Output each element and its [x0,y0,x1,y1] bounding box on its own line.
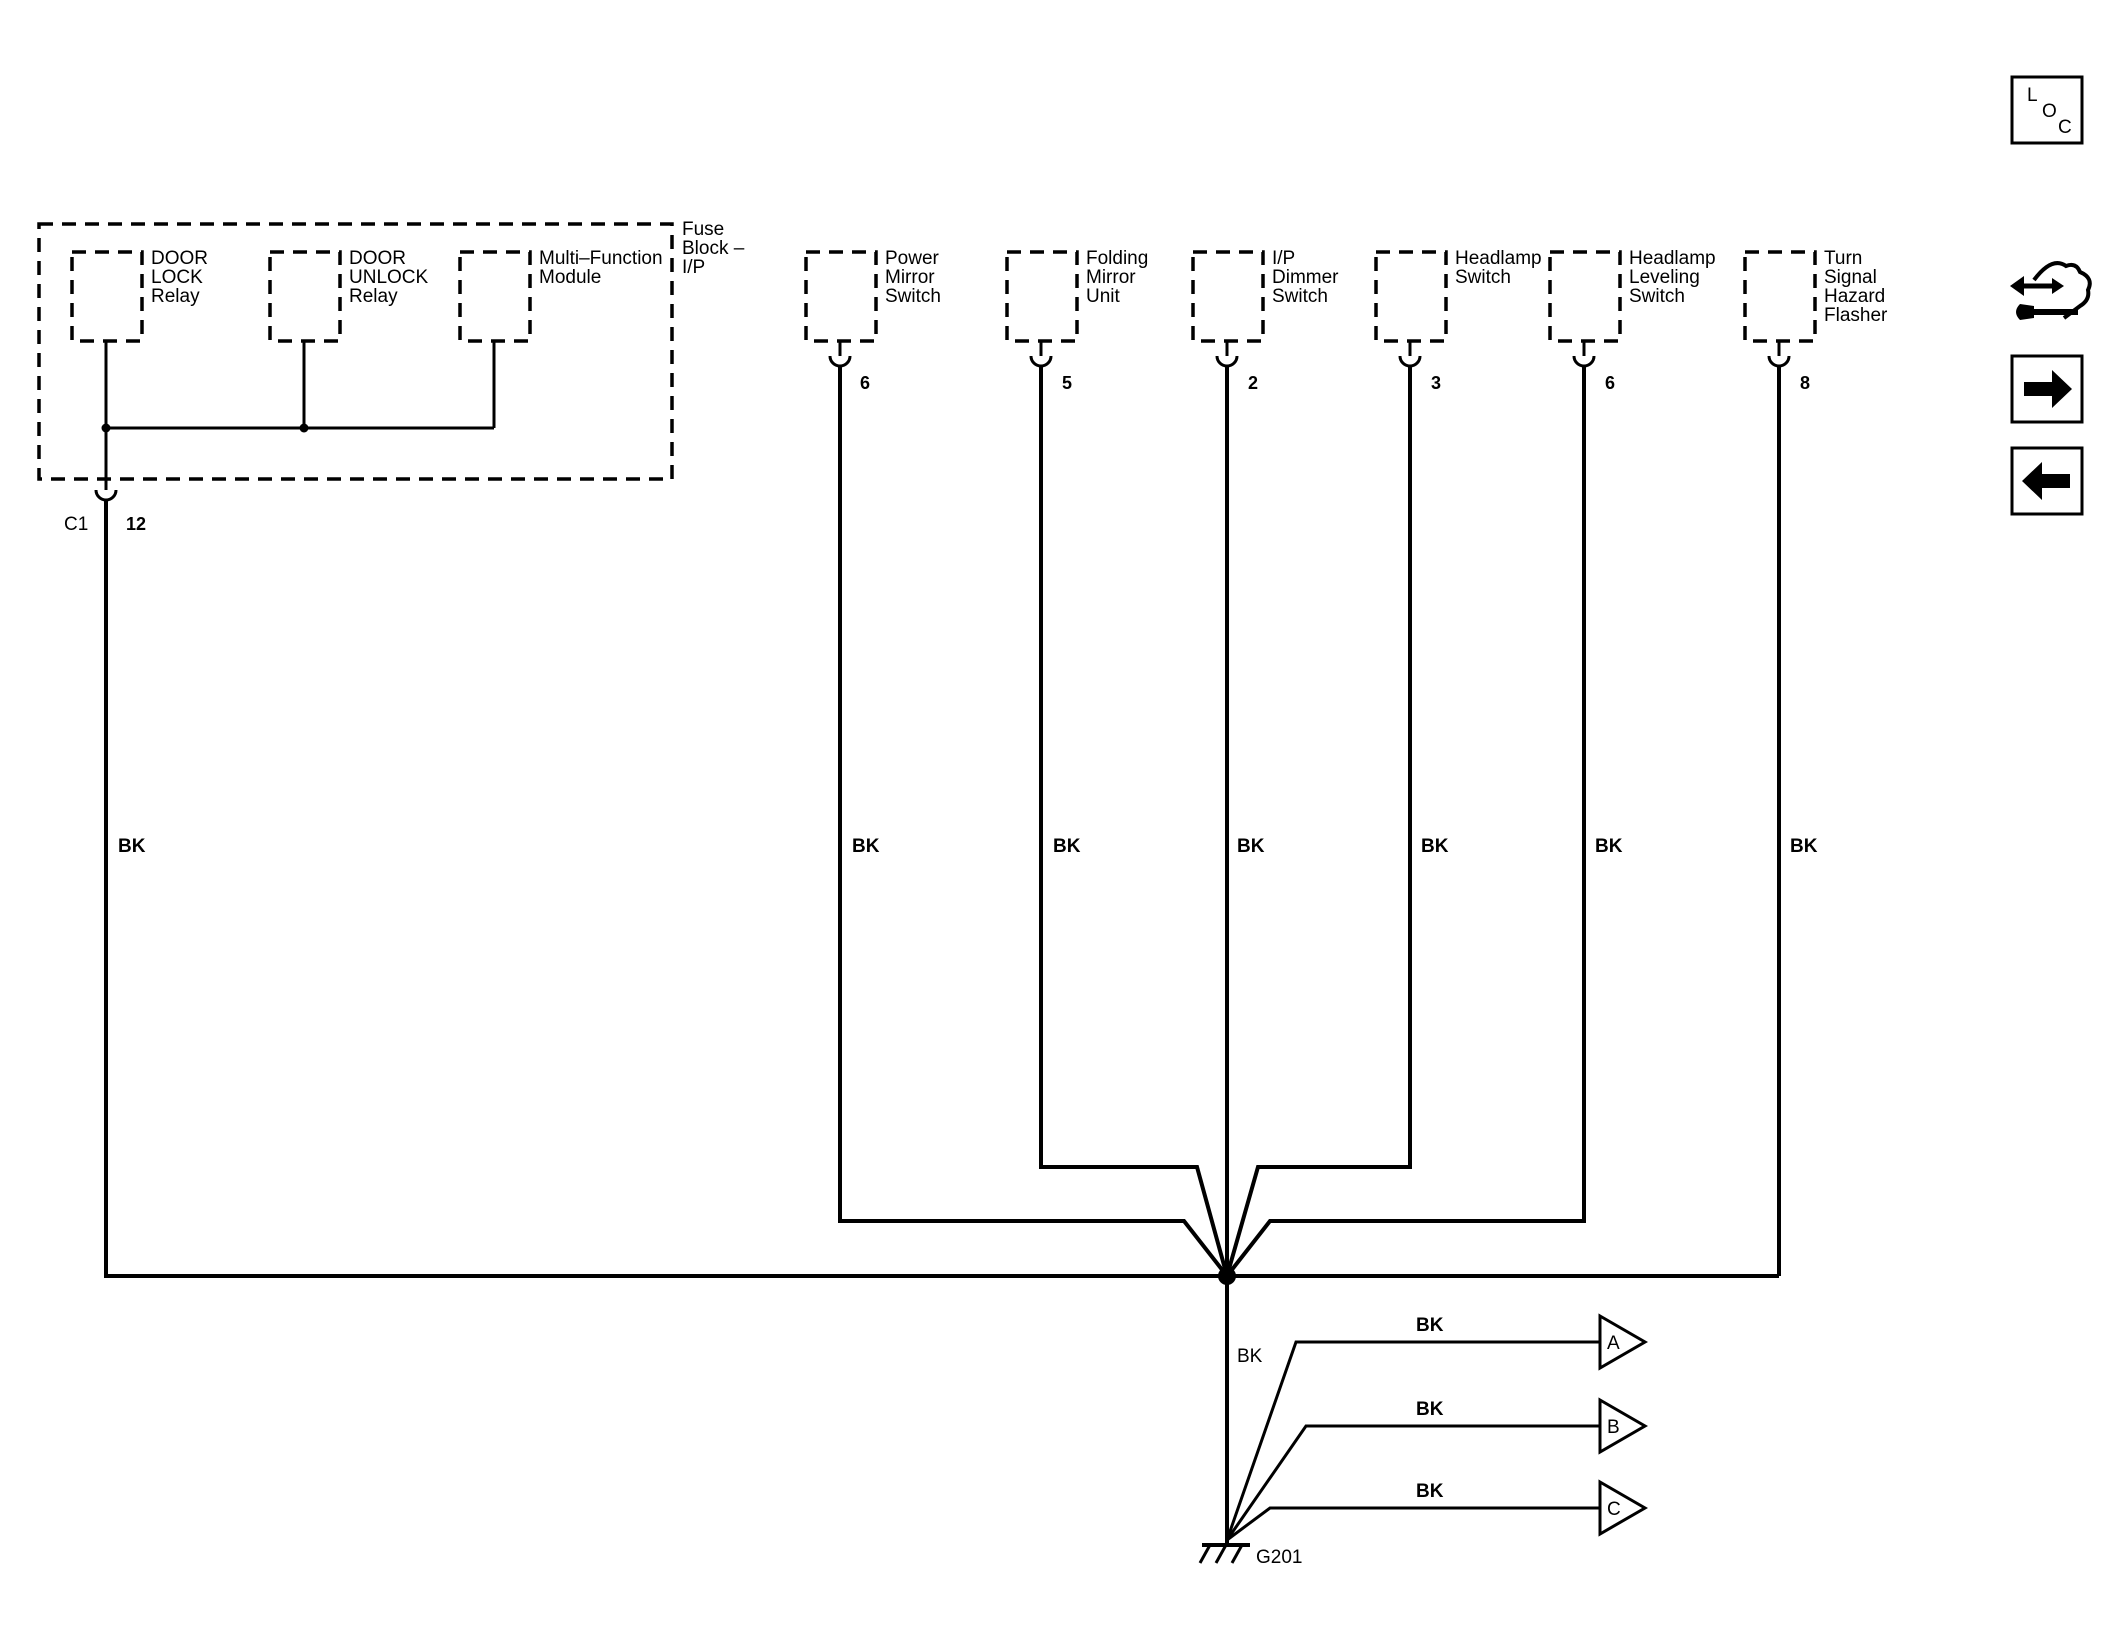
component-headlamp-switch: Headlamp Switch 3 BK [1374,248,1547,857]
wire-color-ground-trunk: BK [1237,1346,1263,1367]
door-unlock-relay-label: DOOR UNLOCK Relay [349,248,433,307]
power-mirror-switch-label: Power Mirror Switch [885,248,944,307]
multi-function-module-label: Multi–Function Module [539,248,668,288]
svg-text:C: C [2058,117,2072,138]
wire-branch-a [1225,1340,1600,1541]
door-lock-relay: DOOR LOCK Relay [70,248,213,343]
svg-text:A: A [1607,1333,1620,1354]
output-connector-a[interactable]: A [1598,1313,1648,1371]
component-ip-dimmer-switch: I/P Dimmer Switch 2 BK [1191,248,1344,857]
wire-headlamp [1225,366,1412,1277]
turn-signal-hazard-flasher-pin: 8 [1800,373,1810,393]
ground-name: G201 [1256,1547,1302,1568]
wire-branch-c [1226,1506,1600,1542]
loc-icon[interactable]: L O C [2010,75,2084,145]
wire-color-fuse-block: BK [118,836,146,857]
fuse-block-outline [37,222,674,481]
headlamp-leveling-switch-pin: 6 [1605,373,1615,393]
wire-color-branch-a: BK [1416,1315,1444,1336]
ground-wires: BK BK BK BK [104,366,1781,1544]
arrow-left-icon[interactable] [2010,446,2084,516]
connector-c1-pin: 12 [126,514,146,534]
door-unlock-relay: DOOR UNLOCK Relay [268,248,433,343]
wire-color-turn-signal: BK [1790,836,1818,857]
wire-power-mirror [838,366,1229,1278]
component-turn-signal-hazard-flasher: Turn Signal Hazard Flasher 8 BK [1743,248,1891,857]
wire-color-branch-b: BK [1416,1399,1444,1420]
folding-mirror-unit-pin: 5 [1062,373,1072,393]
ground-symbol-g201: G201 [1198,1543,1302,1568]
connector-c1-label: C1 [64,514,88,535]
output-connector-b[interactable]: B [1598,1397,1648,1455]
wire-folding-mirror [1039,366,1229,1277]
component-folding-mirror-unit: Folding Mirror Unit 5 BK [1005,248,1154,857]
arrow-right-icon[interactable] [2010,354,2084,424]
fuse-block-internal-bus [101,341,496,490]
wire-color-headlamp-leveling: BK [1595,836,1623,857]
wire-branch-b [1225,1424,1600,1541]
headlamp-leveling-switch-label: Headlamp Leveling Switch [1629,248,1721,307]
turn-signal-hazard-flasher-label: Turn Signal Hazard Flasher [1824,248,1891,326]
door-lock-relay-label: DOOR LOCK Relay [151,248,213,307]
connector-wrench-icon[interactable] [2010,261,2092,320]
fuse-block-label: Fuse Block – I/P [682,219,750,278]
svg-text:L: L [2027,85,2038,106]
multi-function-module: Multi–Function Module [458,248,668,343]
svg-text:B: B [1607,1417,1620,1438]
component-headlamp-leveling-switch: Headlamp Leveling Switch 6 BK [1548,248,1721,857]
svg-text:C: C [1607,1499,1621,1520]
wire-headlamp-leveling [1225,366,1586,1278]
component-power-mirror-switch: Power Mirror Switch 6 BK [804,248,944,857]
output-connector-c[interactable]: C [1598,1479,1648,1537]
ip-dimmer-switch-label: I/P Dimmer Switch [1272,248,1344,307]
wire-fuse-block [104,500,1779,1278]
svg-text:O: O [2042,101,2057,122]
wire-color-ip-dimmer: BK [1237,836,1265,857]
power-mirror-switch-pin: 6 [860,373,870,393]
fuse-block-ip: Fuse Block – I/P DOOR LOCK Relay DOOR UN… [37,219,750,857]
wire-color-folding-mirror: BK [1053,836,1081,857]
headlamp-switch-label: Headlamp Switch [1455,248,1547,288]
wire-color-headlamp: BK [1421,836,1449,857]
wire-color-branch-c: BK [1416,1481,1444,1502]
folding-mirror-unit-label: Folding Mirror Unit [1086,248,1154,307]
wire-color-power-mirror: BK [852,836,880,857]
headlamp-switch-pin: 3 [1431,373,1441,393]
ip-dimmer-switch-pin: 2 [1248,373,1258,393]
